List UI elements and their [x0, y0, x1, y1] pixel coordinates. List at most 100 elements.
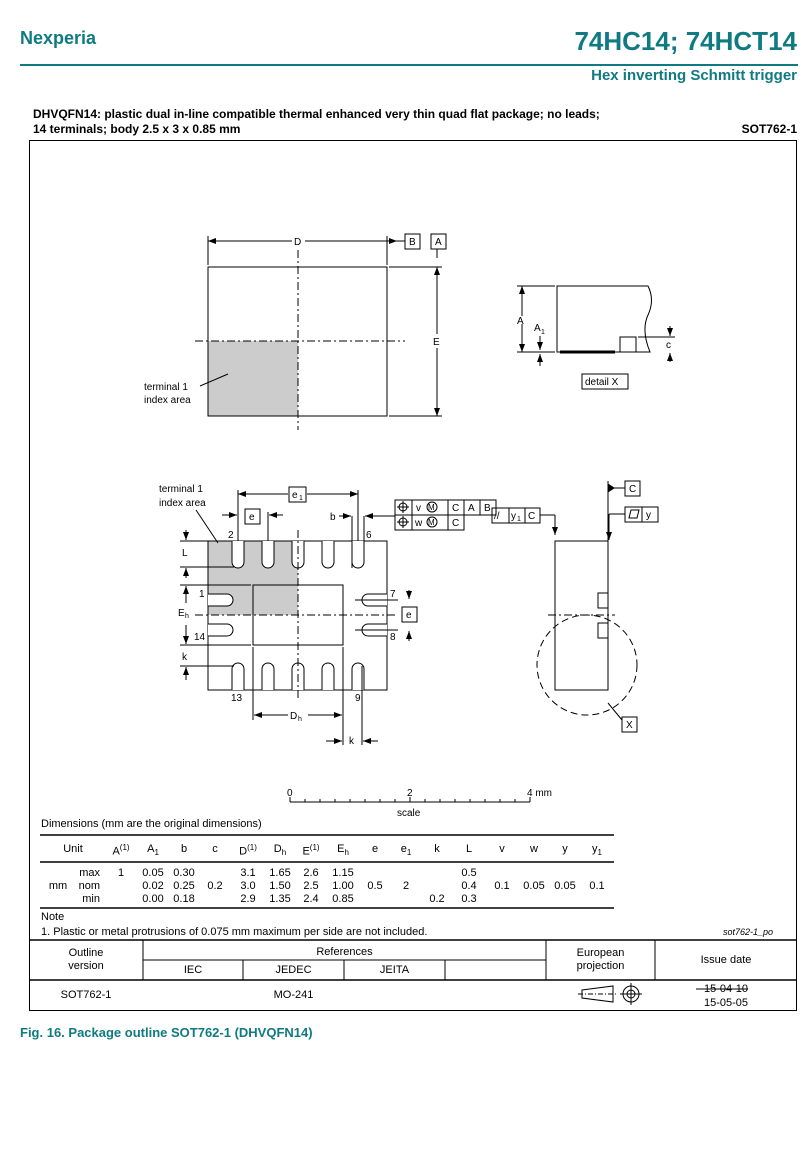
scale-2: 2: [407, 788, 413, 799]
terminal-pad: [321, 541, 335, 569]
header-subscript: (1): [119, 843, 130, 852]
pin-13-label: 13: [231, 693, 243, 704]
detail-x-label: detail X: [585, 377, 619, 388]
drawing-frame: [29, 140, 797, 1011]
fcf-w: w: [414, 518, 423, 529]
issue-date-header: Issue date: [700, 954, 752, 966]
flatness-icon: [628, 509, 640, 519]
dim-e1: e: [292, 490, 298, 501]
pin-8-label: 8: [390, 632, 396, 643]
header-symbol: y: [592, 843, 598, 855]
scale-4: 4 mm: [527, 788, 552, 799]
datum-B: B: [409, 237, 416, 248]
header-symbol: D: [239, 845, 248, 858]
table-cell: 0.1: [589, 880, 605, 892]
figure-caption: Fig. 16. Package outline SOT762-1 (DHVQF…: [20, 1025, 313, 1040]
dim-A1-sub: 1: [541, 329, 545, 336]
dim-A1: A: [534, 323, 541, 334]
table-cell: 2.4: [303, 893, 319, 905]
tol-y1-sub: 1: [517, 516, 521, 523]
package-description: DHVQFN14: plastic dual in-line compatibl…: [33, 107, 600, 137]
terminal-pad: [261, 662, 275, 690]
header-symbol: e: [371, 843, 379, 855]
column-header: D(1): [223, 843, 273, 858]
table-cell: 1.00: [332, 880, 354, 892]
header-symbol: L: [465, 843, 473, 855]
top-view: D B A E terminal 1 index area: [144, 233, 447, 430]
table-cell: 1.35: [269, 893, 291, 905]
header-symbol: c: [212, 843, 218, 855]
note-1: 1. Plastic or metal protrusions of 0.075…: [41, 926, 428, 938]
terminal-pad: [208, 623, 234, 637]
header-symbol: A: [147, 843, 155, 855]
table-cell: 0.85: [332, 893, 354, 905]
column-header: Dh: [255, 843, 305, 857]
bottom-view: terminal 1 index area e 1 e b v M C A B: [159, 484, 497, 747]
tol-y1: y: [511, 511, 516, 522]
column-header: e: [350, 843, 400, 855]
pin-7-label: 7: [390, 589, 396, 600]
issue-date-new: 15-05-05: [703, 997, 749, 1009]
index-area: [208, 341, 298, 416]
package-line-1: DHVQFN14: plastic dual in-line compatibl…: [33, 107, 600, 121]
bottom-index-label-2: index area: [159, 498, 206, 509]
column-header: b: [159, 843, 209, 855]
header-symbol: E: [302, 845, 310, 858]
header-subscript: h: [344, 848, 349, 858]
header-symbol: E: [337, 843, 345, 855]
projection-header-2: projection: [576, 960, 625, 972]
fcf-c2: C: [452, 518, 459, 529]
pin-2-label: 2: [228, 530, 234, 541]
fcf-b: B: [484, 503, 491, 514]
terminal-pad: [351, 662, 365, 690]
column-header: k: [412, 843, 462, 855]
european-projection-icon: [578, 983, 642, 1005]
table-cell: 0.3: [461, 893, 477, 905]
parallelism-icon: //: [494, 511, 500, 522]
scale-bar: 0 2 4 mm scale: [287, 788, 552, 819]
terminal-pad: [321, 662, 335, 690]
table-cell: 0.05: [142, 867, 164, 879]
dim-D: D: [294, 237, 301, 248]
issue-date-old: 15-04-10: [703, 983, 749, 995]
table-cell: 0.5: [367, 880, 383, 892]
table-cell: 3.1: [240, 867, 256, 879]
jedec-header: JEDEC: [275, 964, 312, 976]
datum-C: C: [629, 484, 636, 495]
column-header: E(1): [286, 843, 336, 858]
terminal-pad: [351, 541, 365, 569]
table-cell: 0.1: [494, 880, 510, 892]
table-cell: 0.30: [173, 867, 195, 879]
dim-A: A: [517, 316, 524, 327]
dim-e-right: e: [406, 610, 412, 621]
table-cell: 0.2: [429, 893, 445, 905]
terminal-pad: [231, 662, 245, 690]
outline-header-1: Outline: [68, 947, 104, 959]
column-header: Eh: [318, 843, 368, 857]
detail-x-marker: X: [626, 720, 633, 731]
table-cell: 0.18: [173, 893, 195, 905]
tol-datum-c: C: [528, 511, 535, 522]
fcf-a: A: [468, 503, 475, 514]
header-subscript: 1: [406, 848, 412, 858]
table-cell: 0.4: [461, 880, 477, 892]
dim-e: e: [249, 512, 255, 523]
dim-b: b: [330, 512, 336, 523]
column-header: v: [477, 843, 527, 855]
table-cell: 1.65: [269, 867, 291, 879]
header-symbol: v: [499, 843, 505, 855]
dim-E: E: [433, 337, 440, 348]
brand-name: Nexperia: [20, 28, 97, 48]
index-label-1: terminal 1: [144, 382, 188, 393]
header-symbol: w: [530, 843, 538, 855]
terminal-pad: [261, 541, 275, 569]
header-subscript: h: [281, 848, 287, 858]
header-subscript: (1): [309, 843, 320, 852]
tol-y: y: [646, 510, 651, 521]
table-lines: [29, 834, 797, 981]
column-header: c: [190, 843, 240, 855]
package-line-2: 14 terminals; body 2.5 x 3 x 0.85 mm: [33, 122, 241, 136]
table-cell: 1: [117, 867, 125, 879]
